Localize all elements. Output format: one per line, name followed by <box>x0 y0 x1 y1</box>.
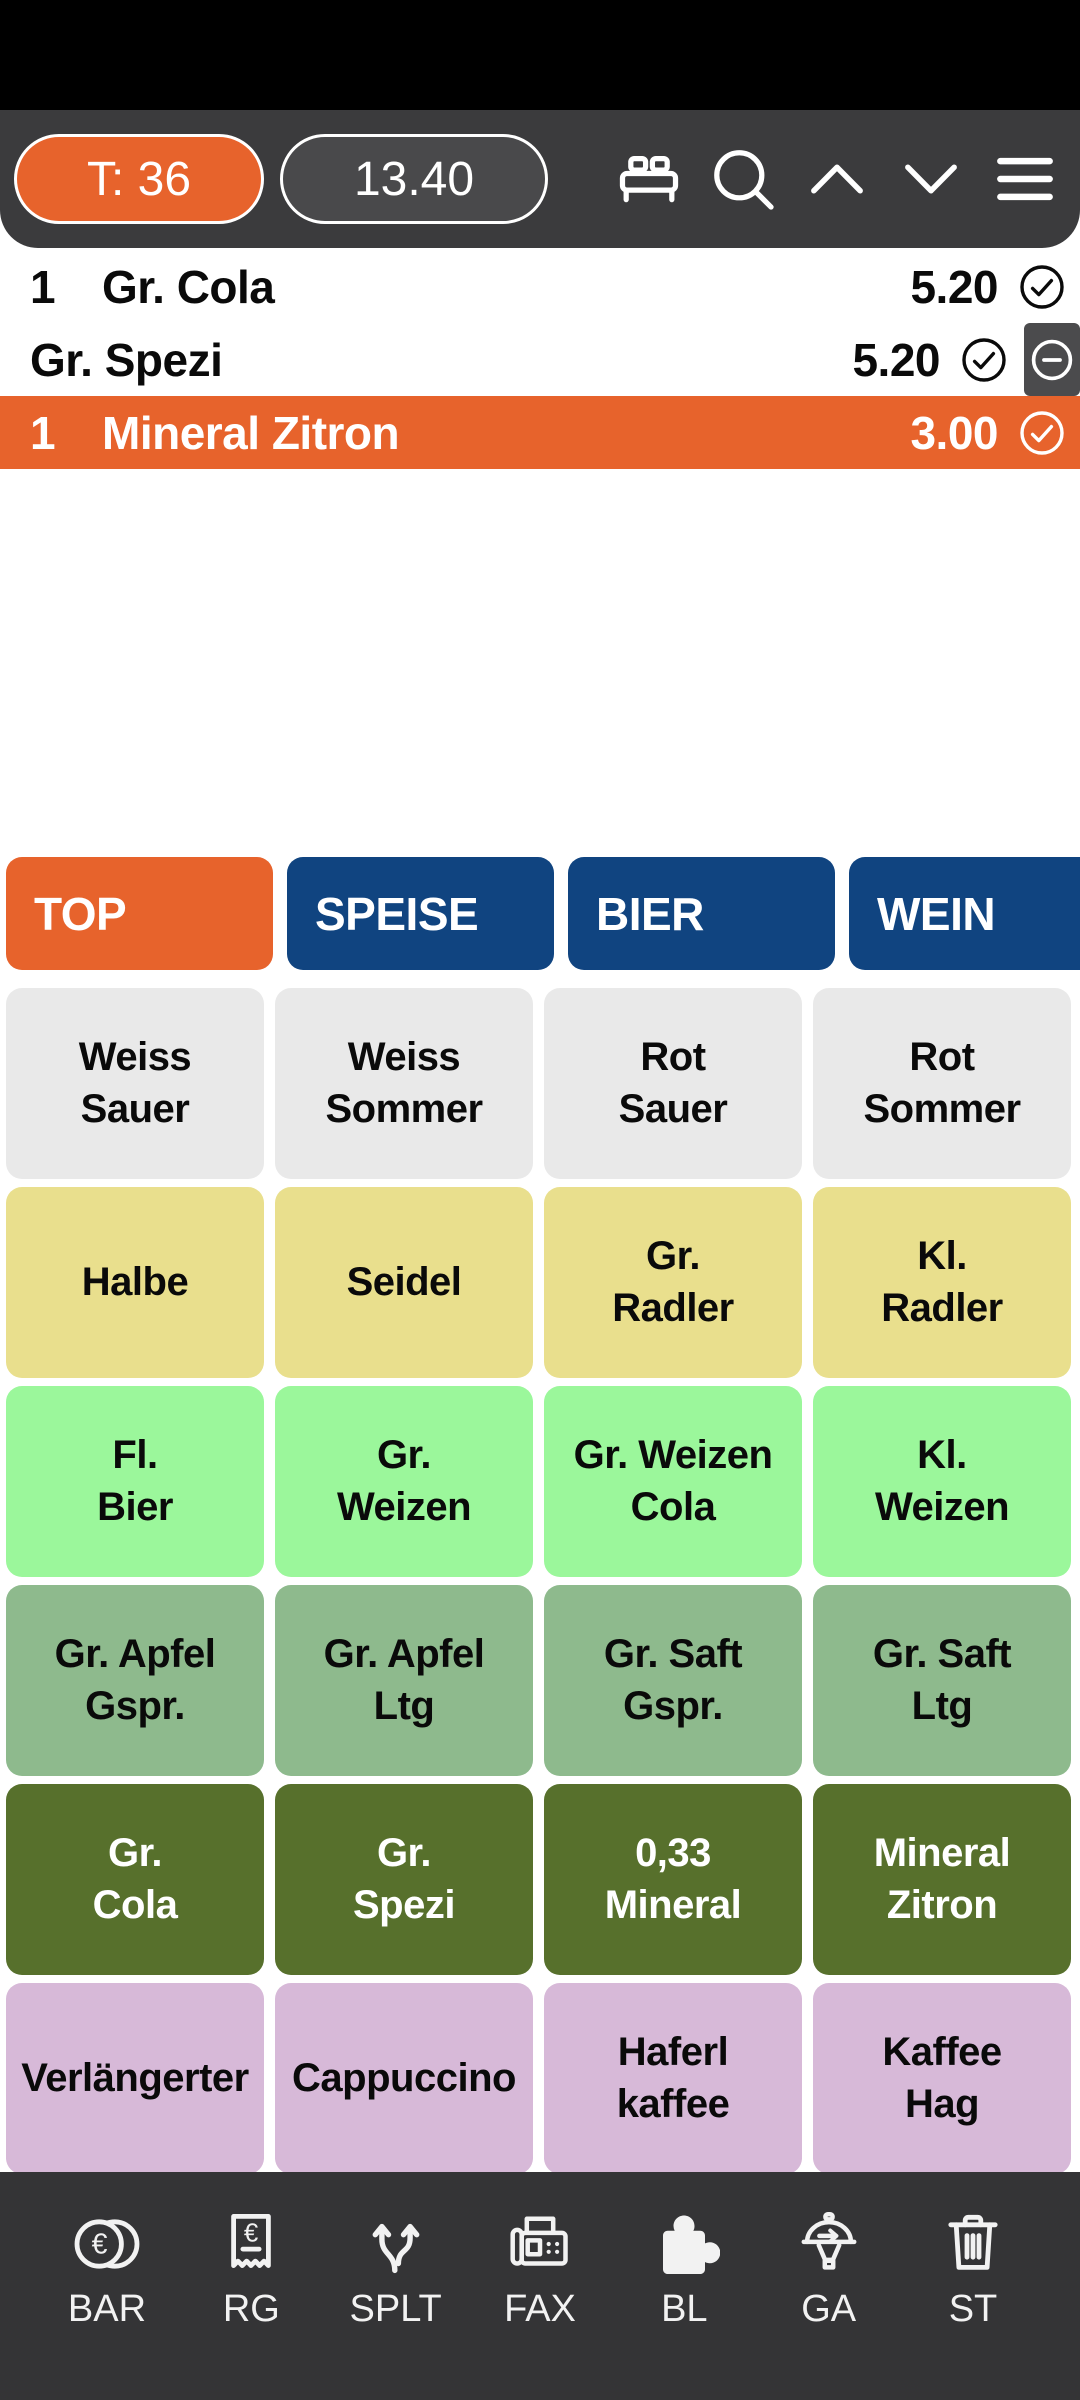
remove-item-button[interactable] <box>1024 323 1080 396</box>
product-button[interactable]: Gr. Radler <box>544 1187 802 1378</box>
tab-label: TOP <box>34 887 127 940</box>
tab-label: WEIN <box>877 887 996 940</box>
order-total-button[interactable]: 13.40 <box>280 134 548 224</box>
product-button[interactable]: Halbe <box>6 1187 264 1378</box>
product-button[interactable]: Gr. Apfel Gspr. <box>6 1585 264 1776</box>
chevron-down-icon[interactable] <box>894 142 968 216</box>
toolbar-button-bl[interactable]: BL <box>629 2208 739 2331</box>
product-button[interactable]: Kl. Weizen <box>813 1386 1071 1577</box>
toolbar-button-label: BL <box>661 2288 708 2330</box>
svg-text:€: € <box>244 2220 258 2248</box>
order-item-price: 5.20 <box>910 260 998 313</box>
product-button[interactable]: Rot Sauer <box>544 988 802 1179</box>
tab-speise[interactable]: SPEISE <box>287 857 554 970</box>
product-button[interactable]: Gr. Cola <box>6 1784 264 1975</box>
trash-icon <box>937 2208 1009 2280</box>
tab-bier[interactable]: BIER <box>568 857 835 970</box>
pos-header: T: 36 13.40 <box>0 110 1080 248</box>
serving-dome-icon <box>793 2208 865 2280</box>
check-circle-icon[interactable] <box>1018 263 1066 311</box>
product-button[interactable]: Gr. Weizen <box>275 1386 533 1577</box>
check-circle-icon[interactable] <box>1018 409 1066 457</box>
fax-icon <box>504 2208 576 2280</box>
tab-top[interactable]: TOP <box>6 857 273 970</box>
check-circle-icon[interactable] <box>960 336 1008 384</box>
header-icon-group <box>612 142 1080 216</box>
split-arrows-icon <box>360 2208 432 2280</box>
order-item-qty: 1 <box>30 406 56 459</box>
product-button[interactable]: Fl. Bier <box>6 1386 264 1577</box>
bottom-toolbar: € BAR € RG SPLT FAX BL GA ST <box>0 2172 1080 2400</box>
toolbar-button-label: BAR <box>67 2288 147 2330</box>
product-button[interactable]: Gr. Weizen Cola <box>544 1386 802 1577</box>
product-button[interactable]: Gr. Saft Gspr. <box>544 1585 802 1776</box>
product-button[interactable]: Weiss Sommer <box>275 988 533 1179</box>
product-button[interactable]: Kaffee Hag <box>813 1983 1071 2174</box>
order-item-price: 5.20 <box>852 333 940 386</box>
product-button[interactable]: 0,33 Mineral <box>544 1784 802 1975</box>
toolbar-button-splt[interactable]: SPLT <box>341 2208 451 2331</box>
tab-wein[interactable]: WEIN <box>849 857 1080 970</box>
product-button[interactable]: Weiss Sauer <box>6 988 264 1179</box>
order-item-name: Gr. Cola <box>102 260 275 313</box>
order-item-price: 3.00 <box>910 406 998 459</box>
table-number-label: T: 36 <box>86 152 192 206</box>
menu-icon[interactable] <box>988 142 1062 216</box>
table-number-button[interactable]: T: 36 <box>14 134 264 224</box>
minus-circle-icon <box>1029 337 1075 383</box>
order-item-name: Gr. Spezi <box>30 333 223 386</box>
product-button[interactable]: Mineral Zitron <box>813 1784 1071 1975</box>
toolbar-button-label: SPLT <box>349 2288 442 2330</box>
product-button[interactable]: Haferl kaffee <box>544 1983 802 2174</box>
euro-coins-icon: € <box>71 2208 143 2280</box>
toolbar-button-rg[interactable]: € RG <box>196 2208 306 2331</box>
puzzle-icon <box>648 2208 721 2280</box>
toolbar-button-fax[interactable]: FAX <box>485 2208 595 2331</box>
order-total-label: 13.40 <box>353 152 475 206</box>
toolbar-button-label: GA <box>801 2288 857 2330</box>
bed-icon[interactable] <box>612 142 686 216</box>
order-row[interactable]: 1 Mineral Zitron 3.00 <box>0 396 1080 469</box>
product-button[interactable]: Verlängerter <box>6 1983 264 2174</box>
toolbar-button-label: RG <box>222 2288 280 2330</box>
toolbar-button-st[interactable]: ST <box>918 2208 1028 2331</box>
status-bar <box>0 0 1080 110</box>
order-row[interactable]: 1 Gr. Cola 5.20 <box>0 250 1080 323</box>
product-button[interactable]: Gr. Saft Ltg <box>813 1585 1071 1776</box>
chevron-up-icon[interactable] <box>800 142 874 216</box>
product-button[interactable]: Seidel <box>275 1187 533 1378</box>
order-item-qty: 1 <box>30 260 56 313</box>
toolbar-button-ga[interactable]: GA <box>774 2208 884 2331</box>
tab-label: BIER <box>596 887 704 940</box>
tab-label: SPEISE <box>315 887 479 940</box>
product-button[interactable]: Gr. Spezi <box>275 1784 533 1975</box>
product-button[interactable]: Cappuccino <box>275 1983 533 2174</box>
product-button[interactable]: Kl. Radler <box>813 1187 1071 1378</box>
svg-text:€: € <box>92 2229 108 2261</box>
order-item-name: Mineral Zitron <box>102 406 400 459</box>
category-tabs: TOP SPEISE BIER WEIN <box>6 857 1080 970</box>
toolbar-button-label: FAX <box>504 2288 576 2330</box>
toolbar-button-bar[interactable]: € BAR <box>52 2208 162 2331</box>
order-row[interactable]: Gr. Spezi 5.20 <box>0 323 1080 396</box>
product-button[interactable]: Gr. Apfel Ltg <box>275 1585 533 1776</box>
toolbar-button-label: ST <box>948 2288 998 2330</box>
receipt-icon: € <box>215 2208 287 2280</box>
search-icon[interactable] <box>706 142 780 216</box>
product-button[interactable]: Rot Sommer <box>813 988 1071 1179</box>
